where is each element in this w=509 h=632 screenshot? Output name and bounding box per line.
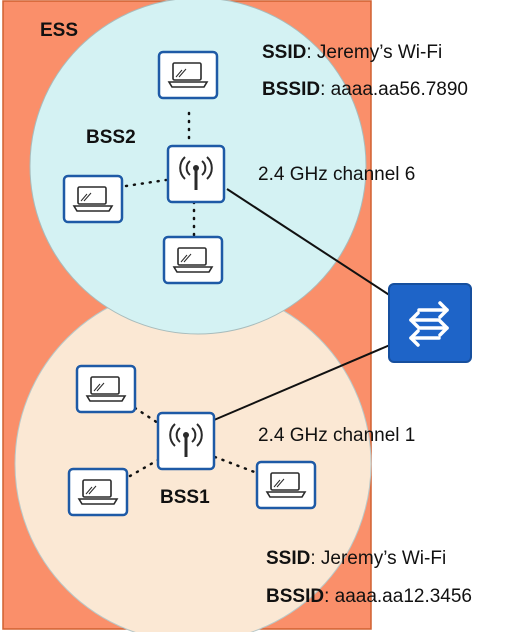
bss2-bssid: BSSID: aaaa.aa56.7890 [262,80,468,99]
laptop-icon [255,460,317,510]
laptop-icon [75,364,137,414]
laptop-icon [157,50,219,100]
ap1-switch-link [213,341,398,421]
ssid-key: SSID [266,548,311,569]
bss2-channel: 2.4 GHz channel 6 [258,164,416,185]
ssid-key: SSID [262,42,307,63]
wireless-access-point-icon [156,411,216,471]
wireless-links [124,111,259,478]
ssid-value: : Jeremy’s Wi-Fi [306,42,443,63]
bss2-ssid: SSID: Jeremy’s Wi-Fi [262,43,442,62]
laptop-icon [62,174,124,224]
ssid-value: : Jeremy’s Wi-Fi [310,548,447,569]
bss1-ssid: SSID: Jeremy’s Wi-Fi [266,549,446,568]
bssid-key: BSSID [262,79,321,100]
bss1-bssid: BSSID: aaaa.aa12.3456 [266,587,472,606]
laptop-icon [67,467,129,517]
bssid-key: BSSID [266,586,325,607]
bss1-channel: 2.4 GHz channel 1 [258,425,416,446]
bssid-value: : aaaa.aa56.7890 [320,79,468,100]
wireless-access-point-icon [166,144,226,204]
bss1-label: BSS1 [160,487,210,508]
bssid-value: : aaaa.aa12.3456 [324,586,472,607]
switch-icon [388,283,472,363]
bss2-label: BSS2 [86,127,136,148]
ap2-switch-link [226,188,398,301]
laptop-icon [162,235,224,285]
ess-label: ESS [40,20,79,41]
